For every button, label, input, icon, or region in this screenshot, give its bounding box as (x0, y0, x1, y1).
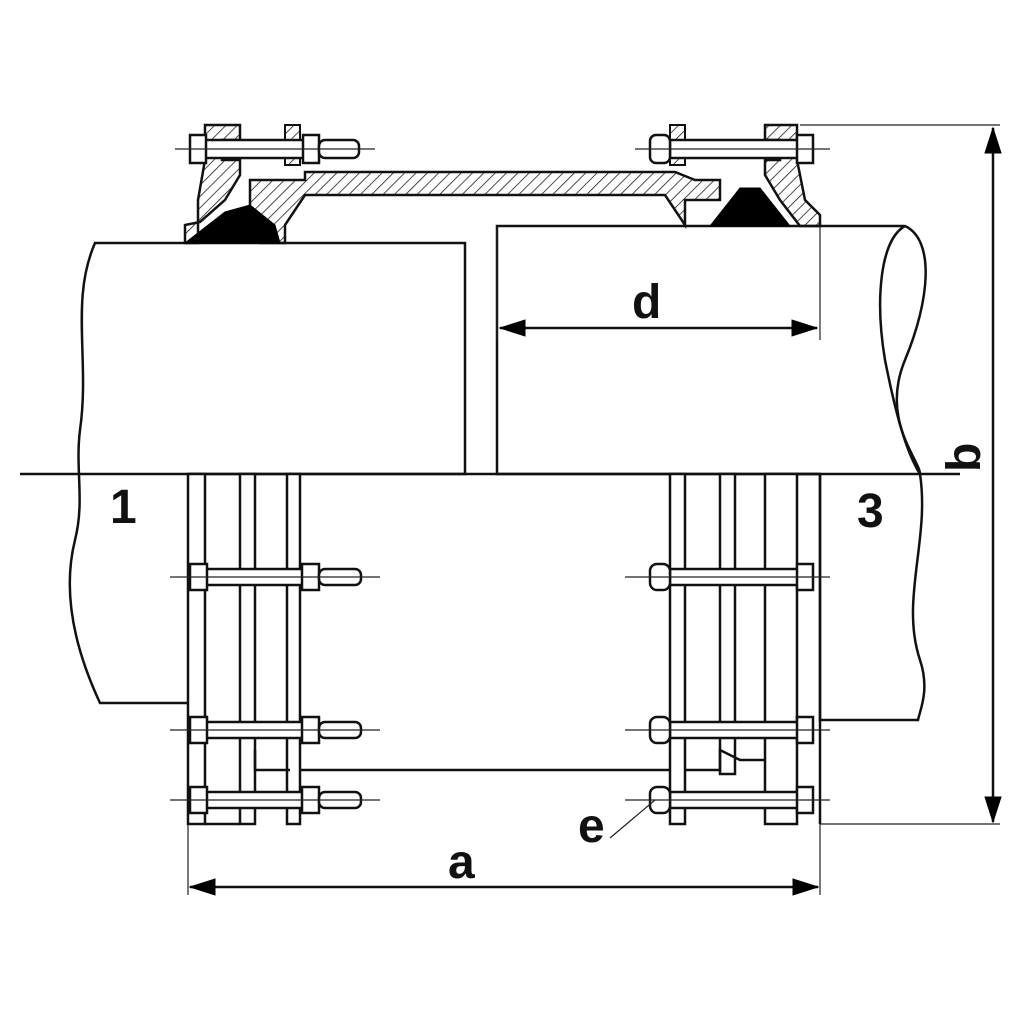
dimension-a (187, 824, 821, 896)
top-left-bolt (175, 133, 375, 165)
label-pipe-1: 1 (110, 481, 137, 534)
dimension-d (496, 226, 821, 340)
label-e: e (578, 800, 605, 853)
right-flange-elevation (668, 472, 822, 826)
left-gasket (183, 204, 281, 244)
label-pipe-3: 3 (857, 485, 884, 538)
label-b: b (938, 443, 991, 472)
callout-e-leader (609, 799, 656, 839)
right-pipe-end (878, 224, 922, 475)
right-gasket (708, 187, 792, 227)
top-right-bolt (635, 133, 830, 165)
label-a: a (448, 836, 475, 889)
left-flange-elevation (186, 472, 302, 826)
dimension-b (800, 124, 1002, 825)
label-d: d (632, 276, 661, 329)
bolt-group (170, 562, 830, 815)
